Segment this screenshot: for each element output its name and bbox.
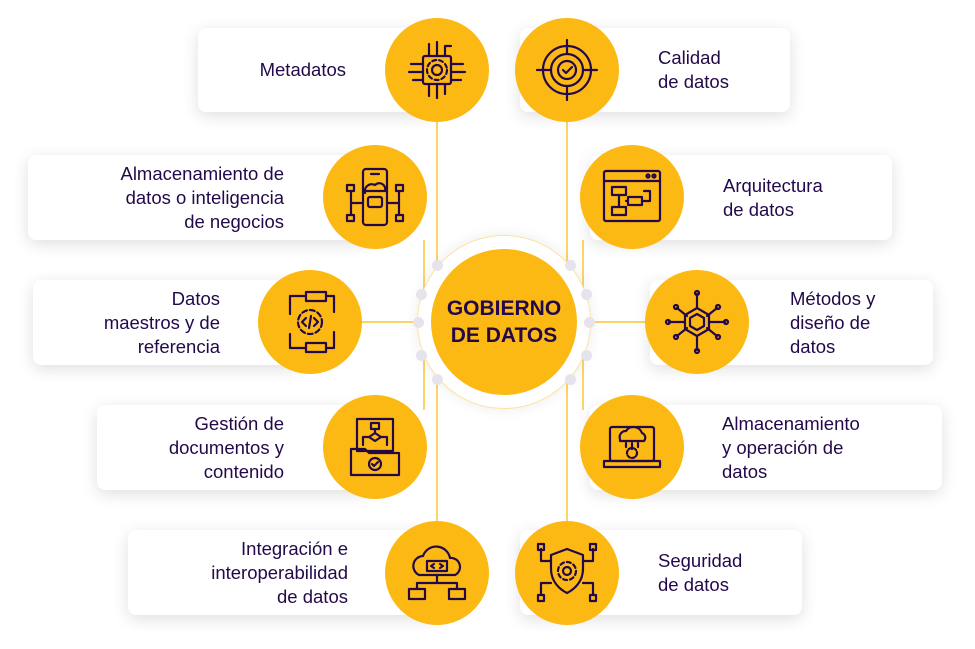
card-datos-maestros: Datos maestros y de referencia — [33, 280, 300, 365]
chip-gear-icon — [385, 18, 489, 122]
card-label: Arquitectura de datos — [723, 174, 823, 220]
card-label: Integración e interoperabilidad de datos — [211, 537, 348, 607]
cloud-code-network-icon — [385, 521, 489, 625]
card-label: Almacenamiento y operación de datos — [722, 412, 860, 482]
code-gear-flow-icon — [258, 270, 362, 374]
card-label: Métodos y diseño de datos — [790, 287, 876, 357]
card-label: Datos maestros y de referencia — [103, 287, 220, 357]
connector-line — [580, 321, 660, 323]
folder-flowchart-icon — [323, 395, 427, 499]
hexagon-network-icon — [645, 270, 749, 374]
ring-dot — [584, 317, 595, 328]
ring-dot — [432, 260, 443, 271]
shield-gear-icon — [515, 521, 619, 625]
card-almacenamiento-bi: Almacenamiento de datos o inteligencia d… — [28, 155, 370, 240]
ring-dot — [432, 374, 443, 385]
card-label: Gestión de documentos y contenido — [168, 412, 284, 482]
center-title: GOBIERNO DE DATOS — [446, 297, 562, 347]
laptop-cloud-gear-icon — [580, 395, 684, 499]
ring-dot — [565, 374, 576, 385]
card-label: Almacenamiento de datos o inteligencia d… — [120, 162, 284, 232]
connector-line — [300, 321, 430, 323]
phone-cloud-database-icon — [323, 145, 427, 249]
card-label: Seguridad de datos — [658, 549, 743, 595]
ring-dot — [413, 317, 424, 328]
ring-dot — [581, 350, 592, 361]
card-integracion: Integración e interoperabilidad de datos — [128, 530, 440, 615]
card-label: Calidad de datos — [658, 47, 729, 92]
center-node: GOBIERNO DE DATOS — [431, 249, 577, 395]
ring-dot — [565, 260, 576, 271]
ring-dot — [416, 289, 427, 300]
target-check-icon — [515, 18, 619, 122]
card-label: Metadatos — [259, 59, 346, 80]
browser-diagram-icon — [580, 145, 684, 249]
ring-dot — [581, 289, 592, 300]
card-gestion-documentos: Gestión de documentos y contenido — [97, 405, 370, 490]
ring-dot — [416, 350, 427, 361]
